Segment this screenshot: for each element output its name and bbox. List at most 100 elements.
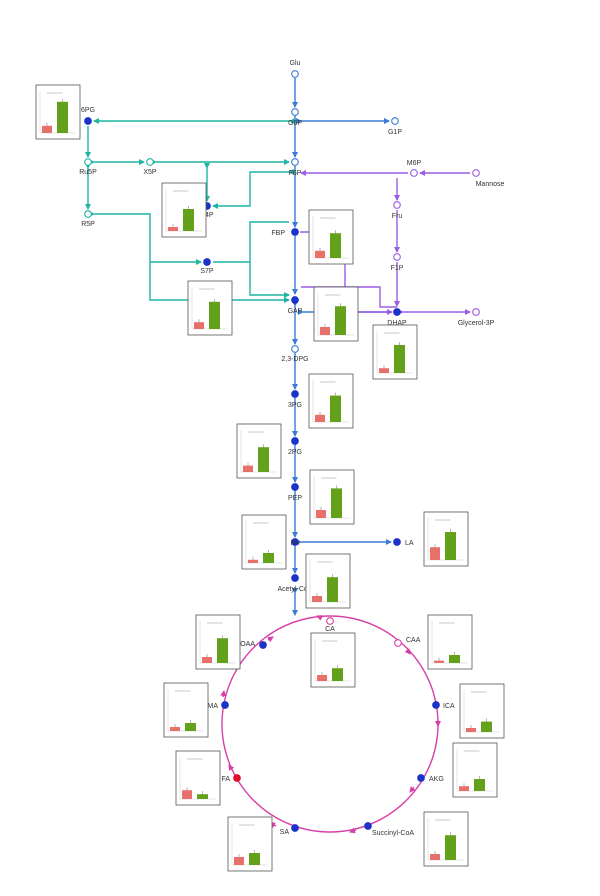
metabolite-label-f1p: F1P — [391, 265, 404, 272]
bar-control — [315, 250, 325, 258]
bar-control — [430, 854, 440, 860]
metabolite-label-fru: Fru — [392, 213, 403, 220]
bar-control — [315, 414, 325, 422]
metabolite-node-akg — [417, 774, 425, 782]
metabolite-label-glu: Glu — [290, 60, 301, 67]
bar-treatment — [445, 835, 456, 860]
metabolite-label-e4p: E4P — [200, 212, 214, 219]
metabolite-label-glycerol3p: Glycerol-3P — [458, 320, 495, 327]
bar-inset-pa — [241, 514, 287, 570]
bar-control — [42, 125, 52, 133]
metabolite-node-ru5p — [84, 158, 92, 166]
bar-control — [202, 657, 212, 663]
bar-inset-gap — [313, 286, 359, 342]
bar-control — [312, 596, 322, 602]
bar-control — [248, 559, 258, 563]
bar-control — [234, 857, 244, 865]
bar-control — [170, 727, 180, 731]
metabolite-node-succoa — [364, 822, 372, 830]
bar-inset-pep — [309, 469, 355, 525]
bar-control — [316, 510, 326, 518]
bar-inset-ma — [163, 682, 209, 738]
metabolite-node-ca — [326, 617, 334, 625]
metabolite-node-sa — [291, 824, 299, 832]
bar-control — [320, 327, 330, 335]
metabolite-node-pg3 — [291, 390, 299, 398]
bar-inset-fa — [175, 750, 221, 806]
bar-treatment — [183, 209, 194, 231]
metabolite-label-fbp: FBP — [271, 230, 285, 237]
bar-control — [466, 728, 476, 732]
metabolite-node-mannose — [472, 169, 480, 177]
metabolite-label-caa: CAA — [406, 637, 421, 644]
bar-treatment — [327, 577, 338, 602]
metabolite-label-ma: MA — [208, 703, 219, 710]
tca-cycle-arrow — [404, 648, 411, 655]
tca-cycle-arrow — [316, 615, 323, 621]
metabolite-node-pa — [291, 538, 299, 546]
metabolite-label-akg: AKG — [429, 776, 444, 783]
bar-treatment — [335, 306, 346, 335]
bar-inset-pg6 — [35, 84, 81, 140]
tca-cycle-arrow — [349, 827, 357, 834]
bar-chart-insets — [35, 84, 505, 872]
bar-control — [317, 675, 327, 681]
tca-cycle-arrow — [267, 636, 274, 643]
metabolite-node-f1p — [393, 253, 401, 261]
metabolite-label-ru5p: Ru5P — [79, 169, 97, 176]
metabolite-node-x5p — [146, 158, 154, 166]
metabolite-label-s7p: S7P — [200, 268, 214, 275]
metabolite-node-g1p — [391, 117, 399, 125]
metabolite-label-succoa: Succinyl-CoA — [372, 830, 414, 837]
metabolite-label-sa: SA — [280, 829, 290, 836]
metabolite-label-m6p: M6P — [407, 160, 422, 167]
tca-cycle-arrow — [220, 690, 227, 698]
tca-cycle-arrow — [409, 786, 416, 793]
metabolite-label-g1p: G1P — [388, 129, 402, 136]
metabolite-node-m6p — [410, 169, 418, 177]
metabolite-label-pep: PEP — [288, 495, 302, 502]
metabolite-label-acoa: Acetyl-CoA — [277, 586, 312, 593]
metabolite-node-pg6 — [84, 117, 92, 125]
metabolite-node-f6p — [291, 158, 299, 166]
bar-inset-fbp — [308, 209, 354, 265]
reaction-arrow — [249, 262, 290, 298]
bar-treatment — [331, 488, 342, 518]
metabolite-node-caa — [394, 639, 402, 647]
bar-treatment — [197, 794, 208, 799]
bar-treatment — [185, 723, 196, 731]
metabolite-node-ma — [221, 701, 229, 709]
metabolite-label-dhap: DHAP — [387, 320, 407, 327]
bar-treatment — [249, 853, 260, 865]
bar-inset-pg2 — [236, 423, 282, 479]
metabolite-node-s7p — [203, 258, 211, 266]
reaction-arrow — [212, 169, 294, 209]
bar-inset-acoa — [305, 553, 351, 609]
metabolite-label-mannose: Mannose — [476, 181, 505, 188]
bar-control — [194, 322, 204, 329]
bar-treatment — [330, 395, 341, 422]
metabolite-node-gap — [291, 296, 299, 304]
metabolite-node-glu — [291, 70, 299, 78]
metabolite-node-dhap — [393, 308, 401, 316]
bar-treatment — [332, 668, 343, 681]
metabolite-node-pep — [291, 483, 299, 491]
bar-inset-ca — [310, 632, 356, 688]
metabolite-label-f6p: F6P — [289, 170, 302, 177]
tca-cycle-ring — [220, 615, 441, 834]
metabolite-node-la — [393, 538, 401, 546]
metabolite-node-pg2 — [291, 437, 299, 445]
bar-inset-oaa — [195, 614, 241, 670]
bar-control — [434, 660, 444, 663]
metabolite-label-dpg23: 2,3-DPG — [281, 356, 308, 363]
bar-inset-ica — [459, 683, 505, 739]
metabolite-label-pg6: 6PG — [81, 107, 95, 114]
bar-treatment — [445, 532, 456, 560]
bar-inset-s7p — [187, 280, 233, 336]
bar-control — [459, 786, 469, 791]
metabolite-label-r5p: R5P — [81, 221, 95, 228]
metabolite-node-fa — [233, 774, 241, 782]
bar-inset-pg3 — [308, 373, 354, 429]
bar-treatment — [481, 721, 492, 732]
